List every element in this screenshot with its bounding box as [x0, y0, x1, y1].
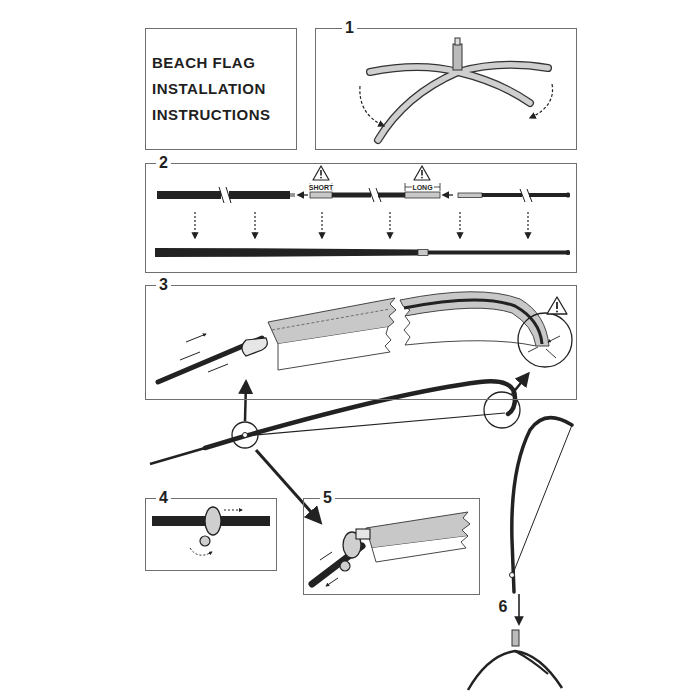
step-panel: 1 — [315, 28, 577, 150]
title-text: BEACH FLAG INSTALLATION INSTRUCTIONS — [152, 50, 290, 128]
step-panel: 4 — [145, 498, 277, 571]
flag-upright — [468, 418, 572, 690]
step-number: 1 — [342, 18, 357, 38]
pole-sections — [155, 166, 570, 257]
sleeve-detail — [158, 292, 572, 382]
step-panel: 3 — [145, 285, 577, 400]
cross-base — [360, 38, 553, 140]
step-number: 2 — [156, 153, 171, 173]
title-box: BEACH FLAG INSTALLATION INSTRUCTIONS — [145, 28, 297, 150]
flag-assembly — [150, 374, 528, 522]
step-number: 4 — [156, 488, 171, 508]
clip-detail — [152, 507, 270, 555]
step-number: 3 — [156, 275, 171, 295]
length-label: SHORT — [308, 184, 335, 191]
step-panel: 2 — [145, 163, 577, 273]
warning-symbol — [547, 297, 567, 314]
warning-symbol — [313, 166, 430, 180]
step-number: 6 — [496, 598, 511, 616]
length-label: LONG — [411, 184, 433, 191]
clip-flag-detail — [312, 512, 470, 586]
step-number: 5 — [320, 488, 335, 508]
step-panel: 5 — [303, 498, 480, 595]
